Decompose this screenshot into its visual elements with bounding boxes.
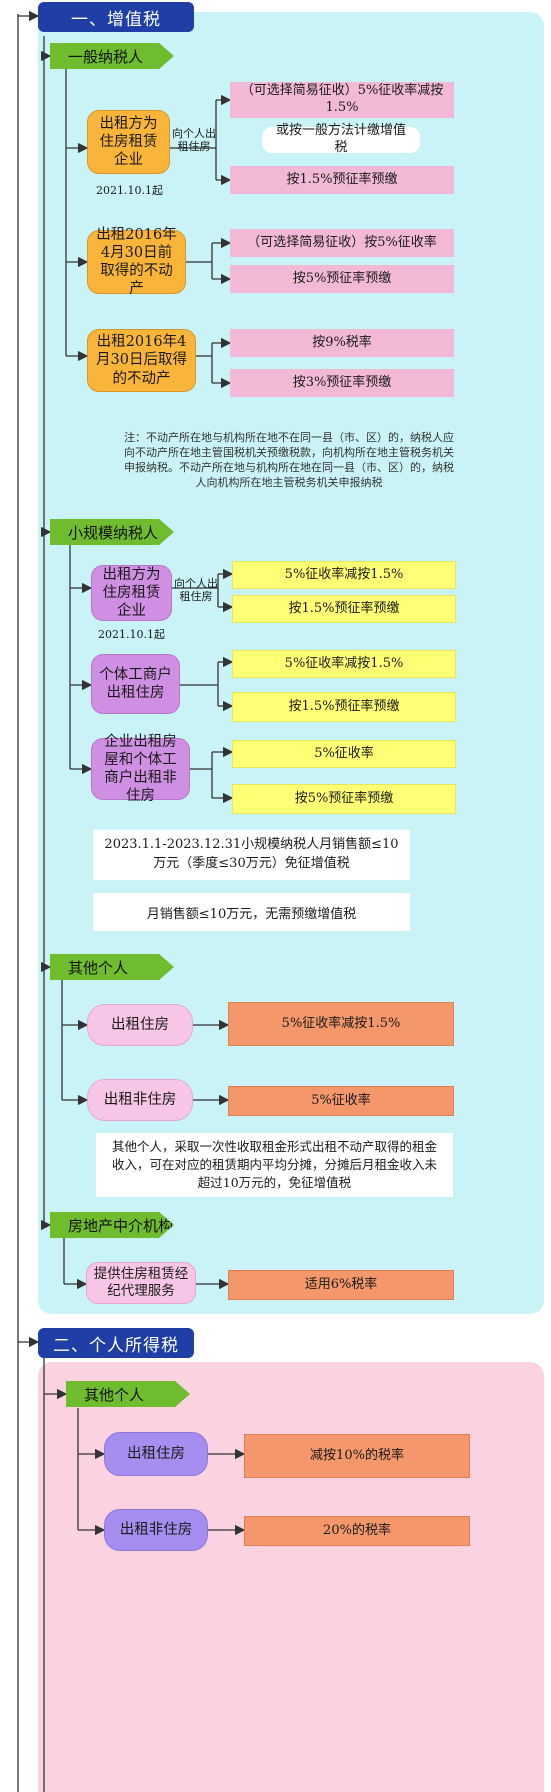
other-result-5-to-1-5: 5%征收率减按1.5% <box>228 1002 454 1046</box>
general-result-prepay-5: 按5%预征率预缴 <box>230 265 454 293</box>
general-result-5-levy: （可选择简易征收）按5%征收率 <box>230 229 454 257</box>
small-date-label: 2021.10.1起 <box>98 628 165 641</box>
general-node-before-2016: 出租2016年4月30日前取得的不动产 <box>87 227 186 297</box>
small-result-5-to-1-5-b: 5%征收率减按1.5% <box>232 650 456 678</box>
other-individuals-tag: 其他个人 <box>50 954 174 980</box>
general-result-general-method: 或按一般方法计缴增值税 <box>262 123 420 155</box>
iit-result-10-rate: 减按10%的税率 <box>244 1434 470 1478</box>
small-node-individual-business-housing: 个体工商户出租住房 <box>91 654 180 714</box>
agency-tag: 房地产中介机构 <box>50 1212 174 1238</box>
other-note: 其他个人，采取一次性收取租金形式出租不动产取得的租金收入，可在对应的租赁期内平均… <box>96 1133 453 1197</box>
small-result-prepay-1-5: 按1.5%预征率预缴 <box>232 595 456 623</box>
small-node-enterprise-nonhousing: 企业出租房屋和个体工商户出租非住房 <box>91 734 190 804</box>
small-result-5-levy: 5%征收率 <box>232 740 456 768</box>
general-connector-label: 向个人出租住房 <box>172 127 216 153</box>
small-taxpayer-tag: 小规模纳税人 <box>50 519 174 545</box>
general-result-simple-levy: （可选择简易征收）5%征收率减按1.5% <box>230 82 454 118</box>
iit-other-individuals-tag: 其他个人 <box>66 1381 190 1407</box>
iit-node-rent-nonhousing: 出租非住房 <box>104 1509 208 1551</box>
general-taxpayer-tag: 一般纳税人 <box>50 43 174 69</box>
general-result-prepay-3: 按3%预征率预缴 <box>230 369 454 397</box>
general-result-9-rate: 按9%税率 <box>230 329 454 357</box>
small-note-exemption: 2023.1.1-2023.12.31小规模纳税人月销售额≤10万元（季度≤30… <box>93 830 410 880</box>
general-result-prepay-1-5: 按1.5%预征率预缴 <box>230 166 454 194</box>
small-result-5-to-1-5: 5%征收率减按1.5% <box>232 561 456 589</box>
iit-node-rent-housing: 出租住房 <box>104 1432 208 1476</box>
small-result-prepay-1-5-b: 按1.5%预征率预缴 <box>232 692 456 722</box>
other-node-rent-housing: 出租住房 <box>87 1004 193 1046</box>
vat-header: 一、增值税 <box>38 2 194 32</box>
other-node-rent-nonhousing: 出租非住房 <box>87 1079 193 1121</box>
iit-result-20-rate: 20%的税率 <box>244 1516 470 1546</box>
agency-node-brokerage: 提供住房租赁经纪代理服务 <box>86 1262 196 1304</box>
other-result-5-levy: 5%征收率 <box>228 1086 454 1116</box>
agency-result-6-rate: 适用6%税率 <box>228 1270 454 1300</box>
small-connector-label: 向个人出租住房 <box>174 577 218 603</box>
small-result-prepay-5: 按5%预征率预缴 <box>232 784 456 814</box>
small-node-rental-enterprise: 出租方为住房租赁企业 <box>91 565 172 621</box>
general-date-label: 2021.10.1起 <box>96 184 163 197</box>
general-node-after-2016: 出租2016年4月30日后取得的不动产 <box>87 329 196 392</box>
iit-header: 二、个人所得税 <box>38 1328 194 1358</box>
small-note-no-prepay: 月销售额≤10万元，无需预缴增值税 <box>93 893 410 931</box>
general-note: 注：不动产所在地与机构所在地不在同一县（市、区）的，纳税人应向不动产所在地主管国… <box>124 431 454 489</box>
general-node-rental-enterprise: 出租方为住房租赁企业 <box>87 110 170 174</box>
